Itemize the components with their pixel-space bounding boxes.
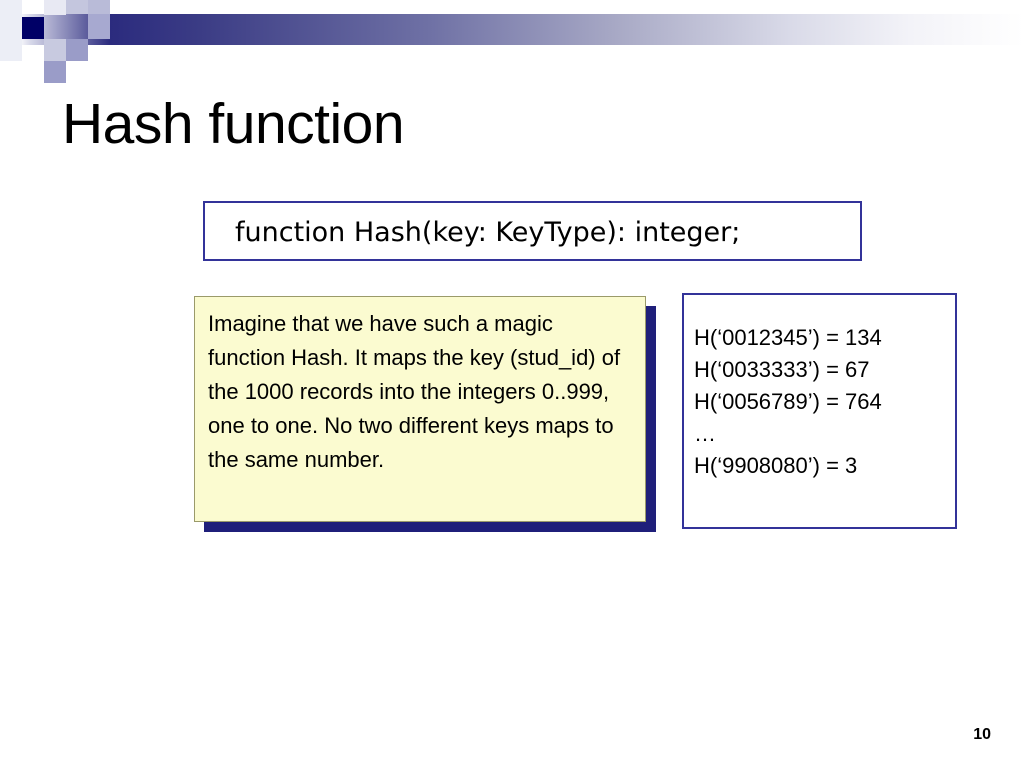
- square-periwinkle-2: [44, 61, 66, 83]
- hash-example-line: H(‘0033333’) = 67: [694, 357, 870, 382]
- function-signature-box: function Hash(key: KeyType): integer;: [203, 201, 862, 261]
- square-periwinkle-1: [66, 39, 88, 61]
- function-signature-text: function Hash(key: KeyType): integer;: [235, 217, 741, 248]
- hash-example-line: H(‘0056789’) = 764: [694, 389, 882, 414]
- explanation-callout-text: Imagine that we have such a magic functi…: [208, 311, 621, 472]
- explanation-callout: Imagine that we have such a magic functi…: [194, 296, 646, 522]
- square-lavender-2: [44, 39, 66, 61]
- page-title: Hash function: [62, 92, 405, 156]
- hash-example-line: H(‘0012345’) = 134: [694, 325, 882, 350]
- square-fade-left: [0, 0, 22, 61]
- hash-example-line: H(‘9908080’) = 3: [694, 453, 858, 478]
- square-pale-1: [66, 0, 88, 14]
- square-pale-2: [88, 0, 110, 14]
- page-number: 10: [973, 726, 991, 743]
- square-mid-1: [88, 14, 110, 39]
- square-navy-dark: [22, 17, 44, 39]
- square-lavender-1: [44, 0, 66, 15]
- header-gradient-band: [0, 14, 1024, 45]
- hash-example-line: …: [694, 421, 716, 446]
